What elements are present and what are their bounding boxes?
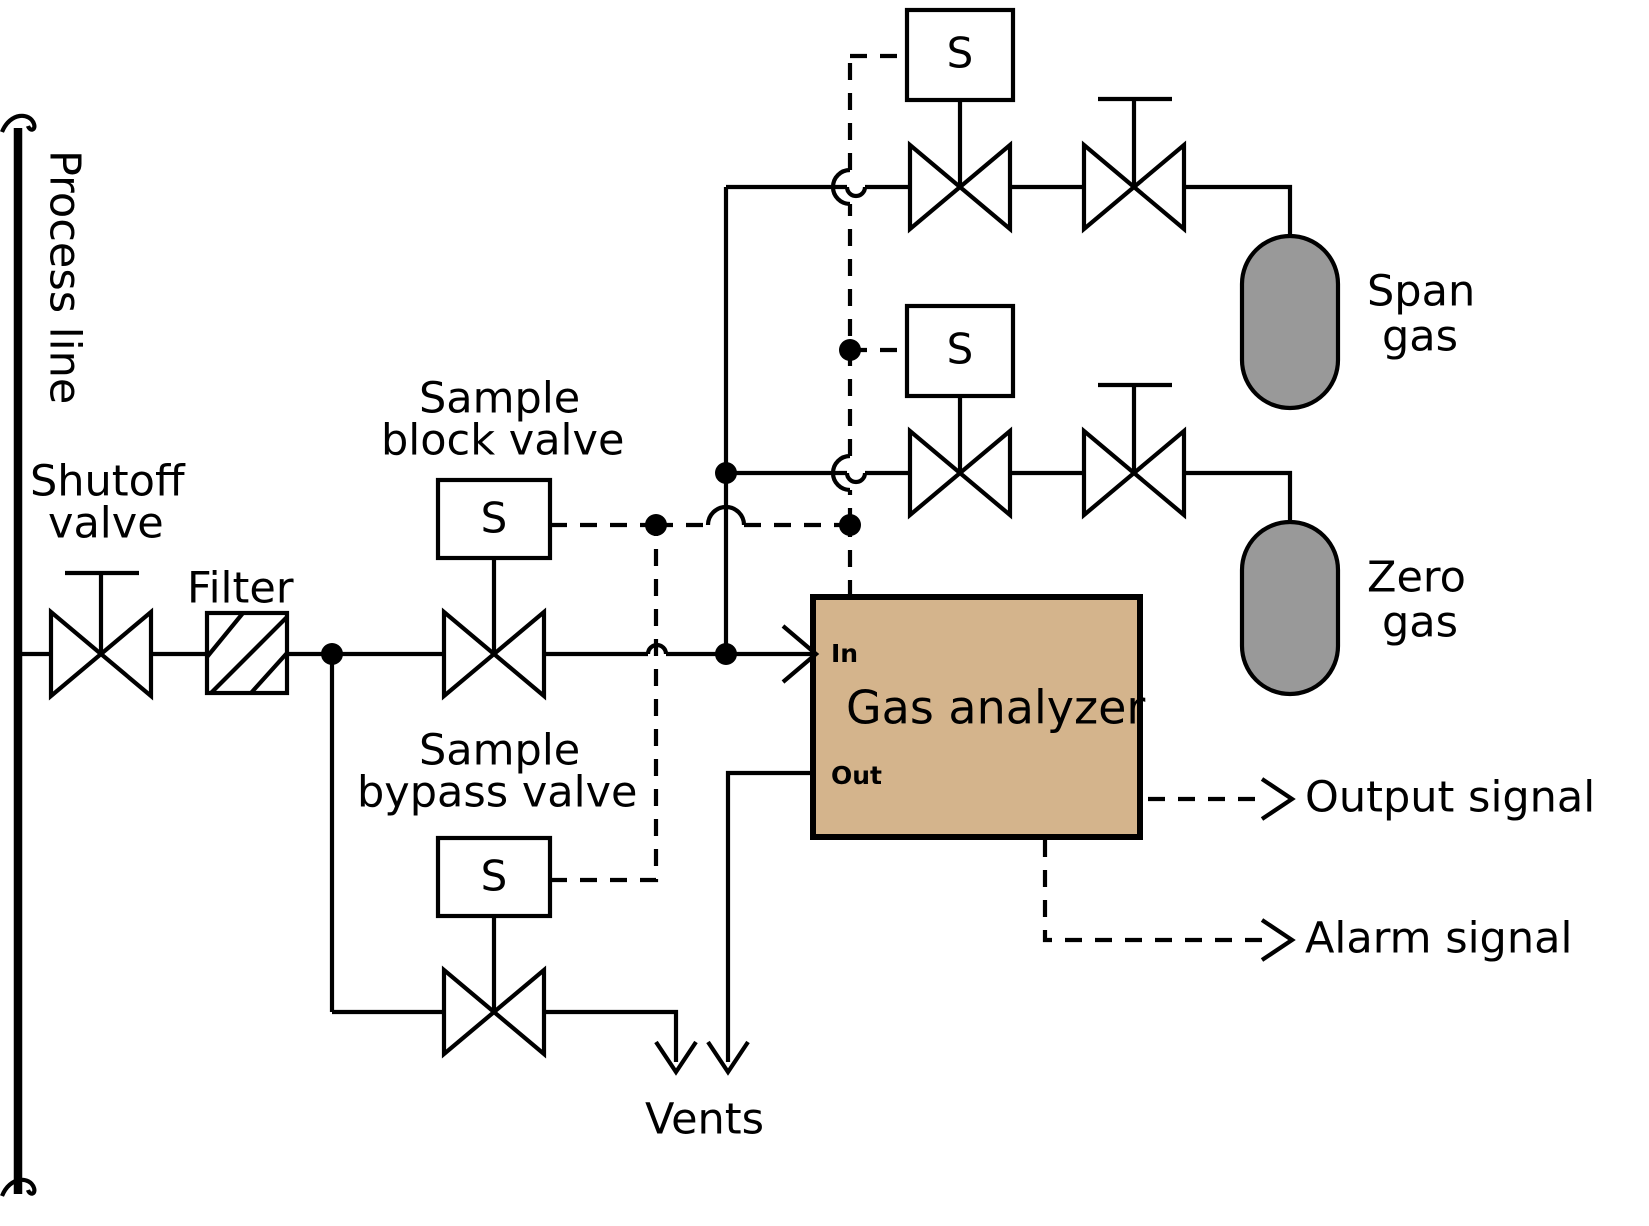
valve-sample-bypass[interactable]: S Sample bypass valve — [357, 726, 638, 1059]
span-gas-label-line1: Span — [1367, 267, 1475, 317]
signal-alarm-arrowhead — [1260, 918, 1296, 962]
analyzer-in-arrowhead — [781, 624, 820, 684]
valve-span-solenoid[interactable]: S — [904, 7, 1016, 234]
zero-gas-label-line1: Zero — [1367, 553, 1466, 603]
solenoid-sample-block-symbol: S — [481, 494, 508, 543]
valve-shutoff[interactable]: Shutoff valve — [30, 457, 186, 701]
pipe-zero-manual-to-cylinder — [1184, 470, 1293, 522]
crossing-hops-group — [645, 167, 868, 655]
solenoid-sample-bypass-symbol: S — [481, 852, 508, 901]
dot-filter-branch — [321, 643, 343, 665]
solenoid-span-gas-symbol: S — [947, 29, 974, 78]
filter-sample[interactable]: Filter — [187, 564, 294, 696]
cylinder-zero-gas[interactable] — [1239, 519, 1341, 697]
pipe-span-manual-to-cylinder — [1184, 184, 1293, 236]
alarm-signal-label: Alarm signal — [1305, 914, 1572, 964]
vent-arrowhead-analyzer — [706, 1040, 750, 1076]
dot-signal-zero — [839, 339, 861, 361]
process-line-break-top — [0, 113, 37, 133]
dot-signal-block — [645, 514, 667, 536]
shutoff-valve-label-line1: Shutoff — [30, 457, 186, 507]
pipe-analyzer-out-to-vent — [725, 770, 813, 1062]
solenoid-sample-bypass-box[interactable] — [435, 835, 553, 919]
sample-bypass-valve-label-line2: bypass valve — [357, 768, 638, 818]
dot-signal-riser — [839, 514, 861, 536]
valve-zero-manual[interactable] — [1081, 382, 1187, 520]
hop-signal-over-cal-riser — [705, 504, 747, 526]
vents-label: Vents — [645, 1095, 764, 1145]
span-gas-label-line2: gas — [1382, 312, 1458, 362]
signal-alarm — [1042, 840, 1268, 943]
pipe-bypass-valve-to-vent — [544, 1009, 679, 1062]
filter-body — [204, 610, 290, 696]
valve-sample-block[interactable]: S Sample block valve — [381, 374, 624, 701]
dot-cal-header — [715, 462, 737, 484]
analyzer-title-label: Gas analyzer — [846, 681, 1145, 735]
signal-output-arrowhead — [1260, 777, 1296, 821]
filter-label: Filter — [187, 564, 294, 614]
shutoff-valve-label-line2: valve — [48, 499, 164, 549]
valve-span-manual[interactable] — [1081, 96, 1187, 234]
hop-signal-over-span-header — [830, 167, 851, 207]
sample-block-valve-label-line1: Sample — [419, 374, 580, 424]
filter-hatch-3 — [249, 651, 289, 695]
hop-span-header-over-signal — [844, 186, 868, 199]
gas-analyzer-body — [810, 594, 1143, 840]
solenoid-sample-block-box[interactable] — [435, 477, 553, 561]
analyzer-out-label: Out — [831, 761, 882, 790]
filter-hatch-2 — [209, 615, 289, 695]
vents-group: Vents — [645, 770, 813, 1145]
zero-gas-branch: S Zero gas — [904, 303, 1466, 697]
solenoid-span-gas-box[interactable] — [904, 7, 1016, 103]
solenoid-zero-gas-box[interactable] — [904, 303, 1016, 399]
output-signal-label: Output signal — [1305, 773, 1595, 823]
bypass-branch-group — [329, 654, 679, 1062]
analyzer-in-label: In — [831, 639, 858, 668]
calibration-header-group — [723, 184, 910, 654]
sample-bypass-valve-label-line1: Sample — [419, 726, 580, 776]
valve-zero-solenoid[interactable]: S — [904, 303, 1016, 520]
cylinder-span-gas[interactable] — [1239, 233, 1341, 411]
solenoid-zero-gas-symbol: S — [947, 325, 974, 374]
process-line-group: Process line — [0, 113, 90, 1197]
vent-arrowhead-bypass — [654, 1040, 698, 1076]
hop-zero-header-over-signal — [844, 472, 868, 485]
hop-signal-over-zero-header — [830, 453, 851, 493]
process-line-break-bottom — [0, 1177, 37, 1197]
filter-hatch-1 — [205, 611, 245, 659]
hop-pipe-over-bypass-signal — [645, 642, 669, 655]
process-line-label: Process line — [40, 150, 90, 404]
signal-bypass-valve — [550, 525, 659, 883]
zero-gas-label-line2: gas — [1382, 598, 1458, 648]
sample-block-valve-label-line2: block valve — [381, 416, 624, 466]
junction-dots-group — [321, 339, 861, 665]
analyzer-outputs-group: Output signal Alarm signal — [1042, 773, 1595, 964]
span-gas-branch: S Span gas — [904, 7, 1475, 411]
gas-analyzer[interactable]: In Out Gas analyzer — [781, 594, 1145, 840]
dot-analyzer-in-tee — [715, 643, 737, 665]
